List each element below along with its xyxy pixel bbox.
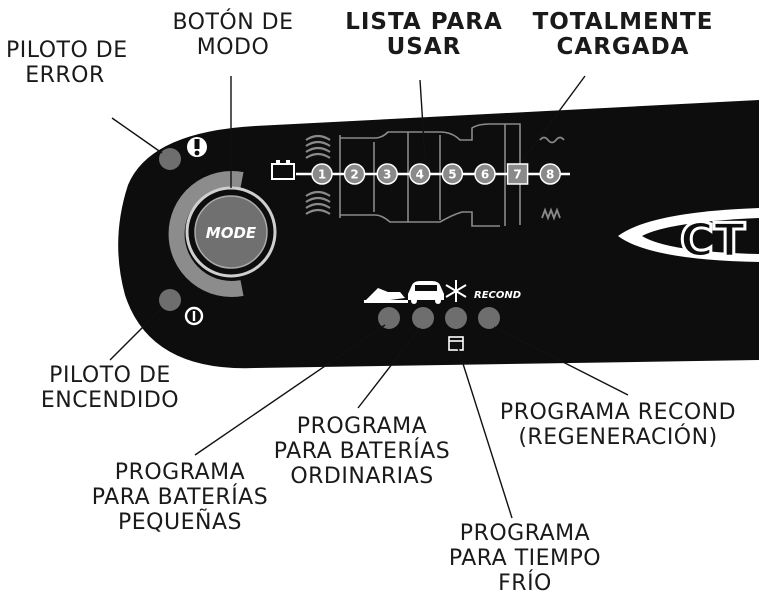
- mode-button-text: MODE: [206, 224, 257, 242]
- label-programa-baterias-pequenas: PROGRAMA PARA BATERÍAS PEQUEÑAS: [91, 460, 269, 535]
- step-number: 4: [416, 168, 424, 182]
- error-led: [159, 148, 181, 170]
- step-4: 4: [409, 163, 431, 185]
- label-boton-modo: BOTÓN DE MODO: [172, 10, 294, 60]
- step-1: 1: [311, 163, 333, 185]
- label-totalmente-cargada: TOTALMENTE CARGADA: [532, 9, 714, 60]
- program-led-recond: [478, 307, 500, 329]
- label-programa-recond: PROGRAMA RECOND (REGENERACIÓN): [499, 400, 737, 450]
- pulse-coil-icon: [305, 134, 331, 215]
- car-icon: [408, 281, 444, 304]
- label-programa-tiempo-frio: PROGRAMA PARA TIEMPO FRÍO: [448, 521, 602, 596]
- program-led-cold: [445, 307, 467, 329]
- battery-bucket-icon: [448, 336, 464, 351]
- step-number: 2: [350, 168, 358, 182]
- program-led-normal: [412, 307, 434, 329]
- label-programa-baterias-ordinarias: PROGRAMA PARA BATERÍAS ORDINARIAS: [273, 414, 451, 489]
- device-body: [118, 100, 759, 369]
- step-number: 6: [481, 168, 489, 182]
- step-number: 1: [318, 168, 326, 182]
- callout-lines: [109, 75, 629, 519]
- power-led: [159, 289, 181, 311]
- label-piloto-error: PILOTO DE ERROR: [6, 38, 128, 88]
- step-7: 7: [506, 163, 529, 185]
- step-number: 3: [383, 168, 391, 182]
- step-number: 8: [546, 168, 554, 182]
- program-led-small: [378, 307, 400, 329]
- step-5: 5: [441, 163, 464, 185]
- brand-logo: CT: [618, 208, 759, 269]
- float-wave-icon: [539, 136, 565, 221]
- recond-text: RECOND: [474, 290, 521, 301]
- exclamation-icon: [187, 137, 207, 157]
- step-8: 8: [539, 163, 561, 185]
- battery-icon: [271, 160, 295, 180]
- step-indicators: 1 2 3 4 5 6 7 8: [311, 163, 561, 185]
- step-2: 2: [343, 163, 366, 185]
- step-6: 6: [474, 163, 496, 185]
- label-piloto-encendido: PILOTO DE ENCENDIDO: [40, 363, 180, 413]
- step-number: 5: [448, 168, 456, 182]
- snowflake-icon: [445, 280, 467, 302]
- label-lista-para-usar: LISTA PARA USAR: [345, 9, 503, 60]
- snowmobile-icon: [364, 288, 408, 303]
- brand-text: CT: [680, 213, 746, 267]
- mode-button[interactable]: MODE: [168, 171, 277, 297]
- power-icon: [184, 306, 204, 326]
- step-number: 7: [513, 168, 521, 182]
- step-3: 3: [376, 163, 398, 185]
